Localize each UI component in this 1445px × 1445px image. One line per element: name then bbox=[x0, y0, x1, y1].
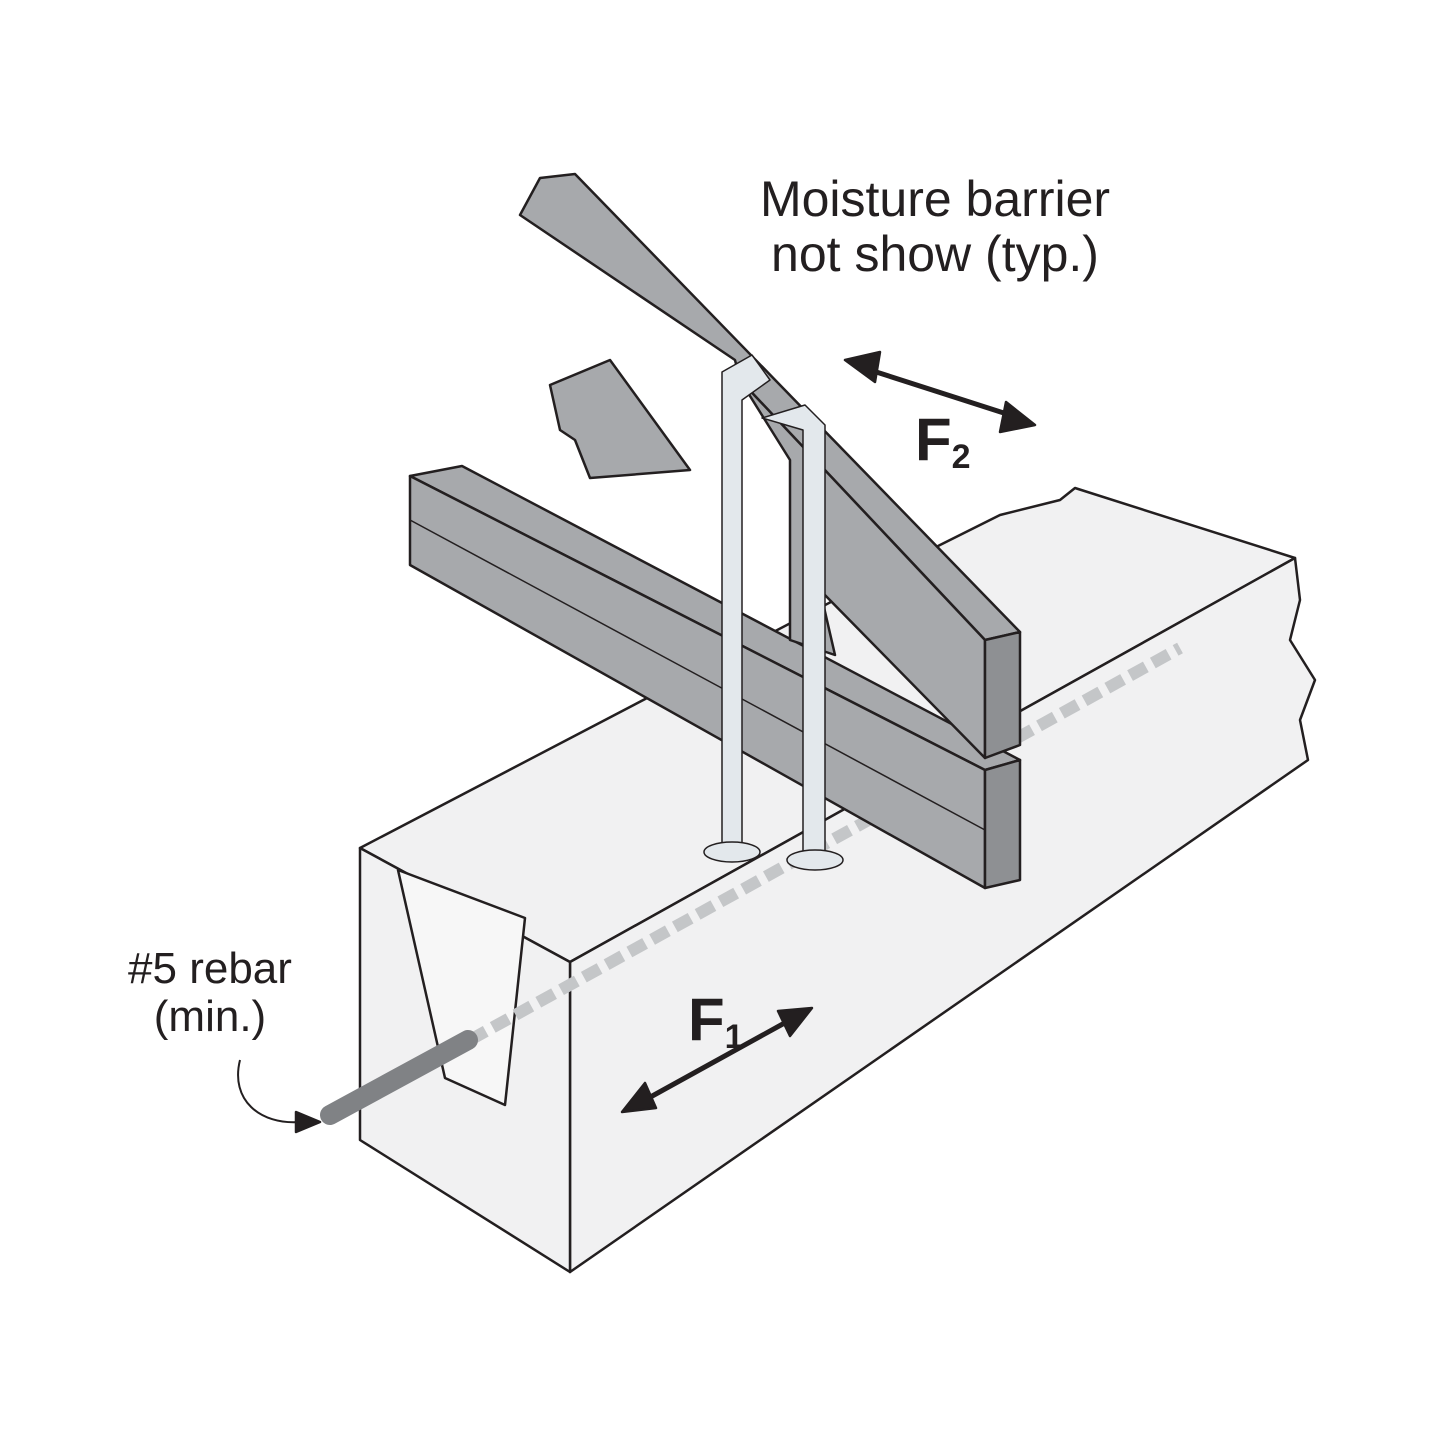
footing-side-face bbox=[568, 556, 1317, 1274]
moisture-barrier-note: Moisture barrier not show (typ.) bbox=[735, 172, 1135, 282]
rebar-leader-arrowhead bbox=[294, 1110, 322, 1134]
rebar-note-line2: (min.) bbox=[153, 992, 267, 1042]
moisture-note-line1: Moisture barrier bbox=[759, 171, 1111, 227]
rebar-note-line1: #5 rebar bbox=[128, 944, 292, 993]
f1-label: F1 bbox=[688, 986, 744, 1056]
rafter-beam bbox=[518, 172, 1022, 760]
rebar-note: #5 rebar (min.) bbox=[115, 944, 305, 1042]
f2-label: F2 bbox=[915, 406, 971, 476]
rebar-leader-line bbox=[237, 1059, 301, 1124]
trench-cutaway bbox=[396, 868, 527, 1107]
top-plate-beam bbox=[408, 464, 1022, 890]
moisture-note-line2: not show (typ.) bbox=[771, 226, 1099, 282]
f1-arrow bbox=[620, 1006, 814, 1114]
f2-arrow bbox=[843, 350, 1037, 434]
blocking-member bbox=[548, 358, 692, 480]
rafter-tie-straps bbox=[703, 354, 844, 871]
